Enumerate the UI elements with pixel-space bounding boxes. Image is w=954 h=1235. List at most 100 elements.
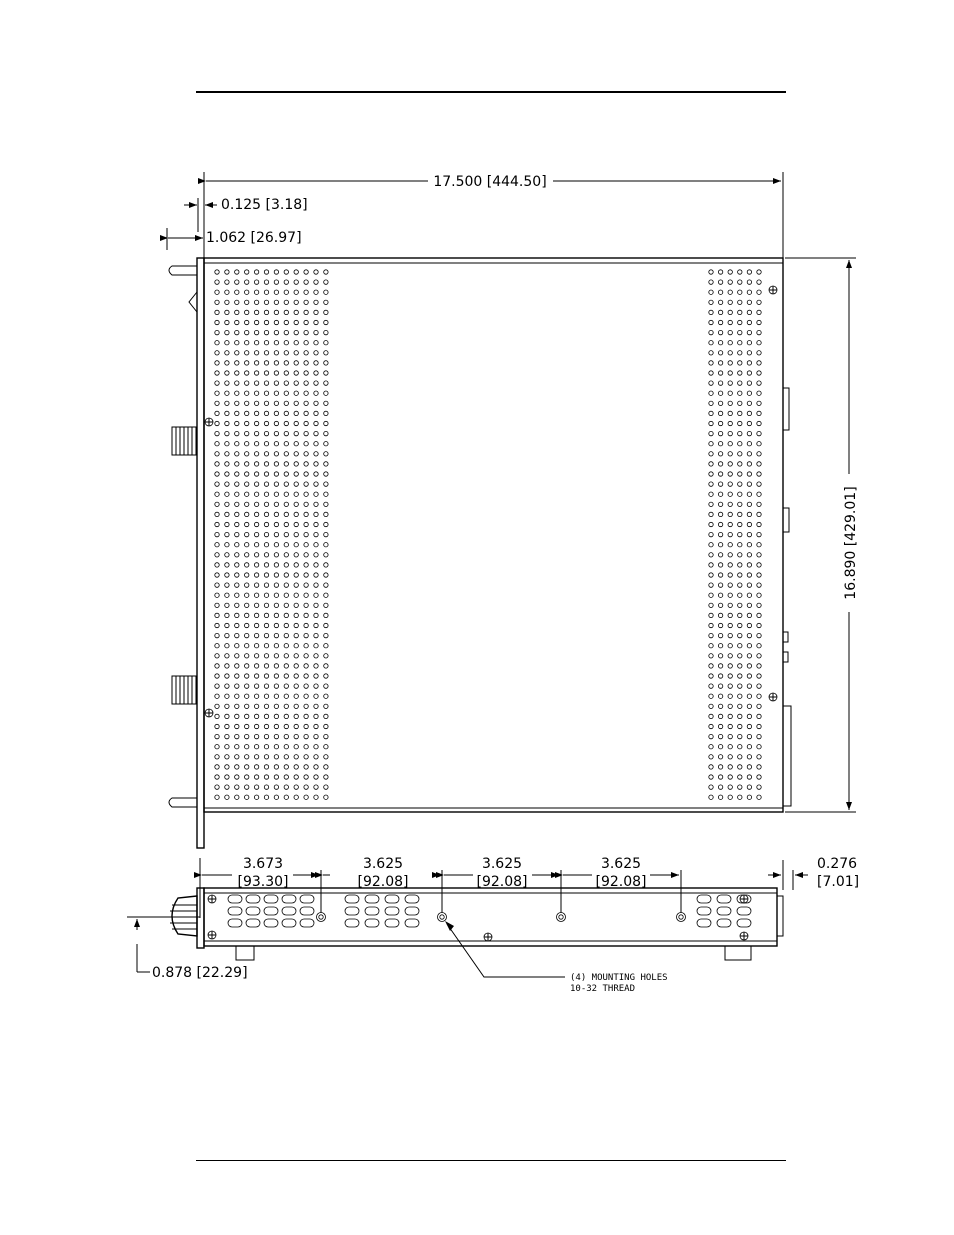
vent-hole	[284, 270, 288, 274]
vent-hole	[718, 674, 722, 678]
vent-hole	[264, 775, 268, 779]
vent-hole	[324, 734, 328, 738]
vent-hole	[304, 734, 308, 738]
vent-hole	[747, 734, 751, 738]
vent-hole	[215, 623, 219, 627]
vent-hole	[314, 411, 318, 415]
vent-hole	[324, 391, 328, 395]
vent-hole	[284, 320, 288, 324]
vent-hole	[324, 684, 328, 688]
vent-hole	[254, 755, 258, 759]
vent-hole	[264, 330, 268, 334]
vent-hole	[728, 765, 732, 769]
vent-hole	[215, 502, 219, 506]
vent-hole	[738, 300, 742, 304]
vent-hole	[215, 724, 219, 728]
vent-hole	[245, 775, 249, 779]
rear-connector-icon	[783, 508, 789, 532]
vent-hole	[728, 543, 732, 547]
vent-hole	[747, 310, 751, 314]
vent-hole	[718, 623, 722, 627]
vent-hole	[215, 593, 219, 597]
vent-hole	[304, 341, 308, 345]
vent-hole	[728, 654, 732, 658]
vent-hole	[324, 704, 328, 708]
vent-hole	[264, 401, 268, 405]
spacing-5-in: 0.276	[817, 856, 857, 872]
vent-hole	[738, 502, 742, 506]
vent-hole	[709, 361, 713, 365]
vent-hole	[738, 795, 742, 799]
vent-hole	[709, 785, 713, 789]
vent-hole	[709, 775, 713, 779]
vent-hole	[274, 320, 278, 324]
vent-hole	[254, 532, 258, 536]
vent-hole	[709, 664, 713, 668]
vent-hole	[728, 421, 732, 425]
vent-hole	[738, 280, 742, 284]
vent-hole	[747, 401, 751, 405]
knob-icon	[172, 676, 196, 704]
vent-hole	[747, 522, 751, 526]
vent-hole	[284, 593, 288, 597]
vent-hole	[245, 633, 249, 637]
vent-hole	[709, 502, 713, 506]
vent-hole	[324, 755, 328, 759]
vent-hole	[757, 603, 761, 607]
vent-hole	[747, 391, 751, 395]
vent-hole	[294, 452, 298, 456]
vent-hole	[709, 694, 713, 698]
vent-hole	[718, 684, 722, 688]
vent-hole	[314, 442, 318, 446]
vent-hole	[314, 704, 318, 708]
vent-hole	[254, 341, 258, 345]
vent-hole	[254, 401, 258, 405]
vent-hole	[254, 472, 258, 476]
vent-hole	[294, 280, 298, 284]
vent-hole	[738, 320, 742, 324]
vent-hole	[324, 371, 328, 375]
vent-hole	[728, 795, 732, 799]
vent-hole	[718, 553, 722, 557]
vent-hole	[294, 391, 298, 395]
vent-slot	[697, 907, 711, 915]
vent-hole	[314, 512, 318, 516]
vent-hole	[718, 532, 722, 536]
vent-hole	[324, 724, 328, 728]
vent-hole	[284, 492, 288, 496]
vent-hole	[324, 361, 328, 365]
vent-hole	[738, 442, 742, 446]
vent-hole	[264, 411, 268, 415]
vent-hole	[294, 765, 298, 769]
vent-hole	[747, 290, 751, 294]
vent-hole	[294, 704, 298, 708]
vent-hole	[245, 270, 249, 274]
vent-hole	[254, 684, 258, 688]
vent-slot	[717, 907, 731, 915]
vent-hole	[757, 290, 761, 294]
vent-hole	[324, 563, 328, 567]
vent-hole	[738, 330, 742, 334]
vent-hole	[245, 623, 249, 627]
vent-hole	[314, 795, 318, 799]
vent-hole	[757, 462, 761, 466]
rear-connector-icon	[783, 632, 788, 642]
vent-hole	[225, 714, 229, 718]
vent-hole	[757, 391, 761, 395]
mounting-hole-icon	[438, 913, 447, 922]
vent-hole	[215, 431, 219, 435]
vent-hole	[324, 341, 328, 345]
vent-hole	[225, 472, 229, 476]
vent-hole	[324, 411, 328, 415]
vent-hole	[254, 664, 258, 668]
vent-grid-left	[215, 270, 328, 800]
vent-hole	[215, 573, 219, 577]
vent-hole	[235, 371, 239, 375]
vent-hole	[254, 381, 258, 385]
vent-hole	[709, 280, 713, 284]
vent-hole	[324, 421, 328, 425]
vent-hole	[245, 654, 249, 658]
vent-hole	[274, 593, 278, 597]
vent-hole	[728, 714, 732, 718]
